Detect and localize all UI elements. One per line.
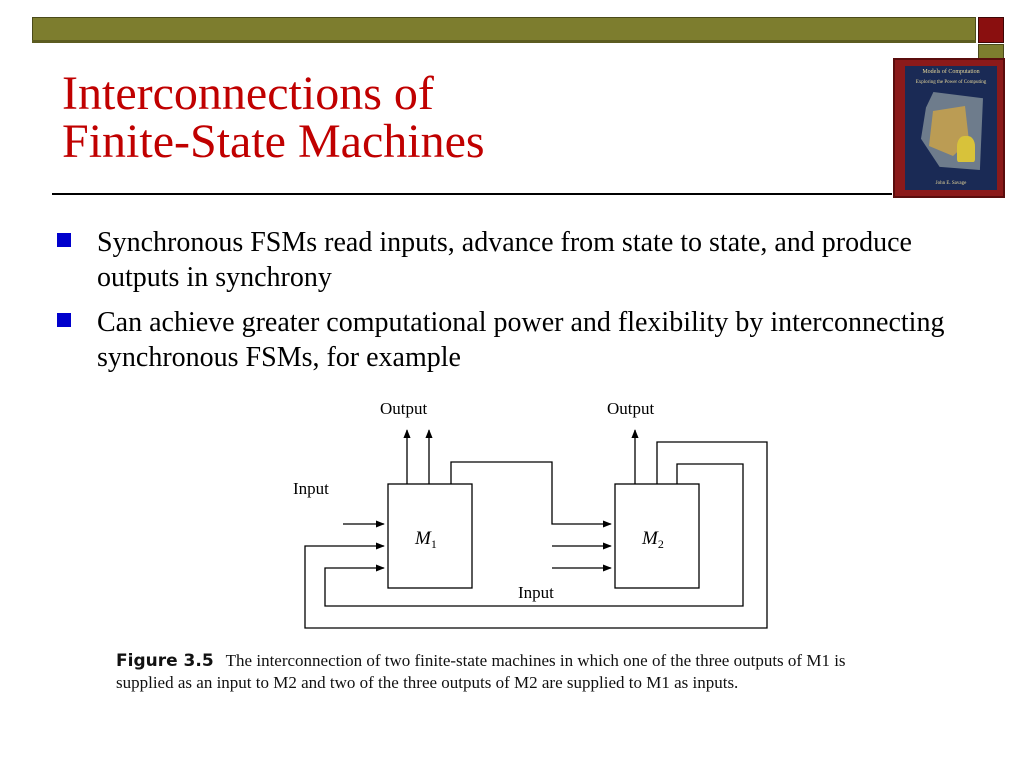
machine-m1-box xyxy=(387,483,473,589)
label-output-left: Output xyxy=(380,399,428,418)
label-input-left: Input xyxy=(293,479,329,498)
m2-to-m1-feedback-outer xyxy=(304,441,768,629)
fsm-interconnection-diagram: Output Output Input Input M1 M2 xyxy=(293,399,768,629)
title-line-2: Finite-State Machines xyxy=(62,115,485,168)
bullet-square-icon xyxy=(57,313,71,327)
corner-square-red xyxy=(978,17,1004,43)
figure-caption-text: The interconnection of two finite-state … xyxy=(116,651,846,692)
label-machine-m1: M1 xyxy=(414,528,437,551)
m2-to-m1-feedback-inner xyxy=(324,463,744,607)
book-cover-figure xyxy=(957,136,975,162)
bullet-text: Can achieve greater computational power … xyxy=(97,307,945,373)
m1-to-m2-connection xyxy=(450,461,612,528)
bullet-text: Synchronous FSMs read inputs, advance fr… xyxy=(97,227,912,293)
bullet-list: Synchronous FSMs read inputs, advance fr… xyxy=(57,225,987,385)
figure-label: Figure 3.5 xyxy=(116,651,214,671)
top-bar-stripe xyxy=(32,40,976,43)
book-subtitle: Exploring the Power of Computing xyxy=(915,80,987,85)
bullet-item: Can achieve greater computational power … xyxy=(57,305,987,375)
slide-title: Interconnections of Finite-State Machine… xyxy=(62,70,485,166)
label-input-bottom: Input xyxy=(518,583,554,602)
bullet-square-icon xyxy=(57,233,71,247)
book-title: Models of Computation xyxy=(922,69,980,75)
title-divider xyxy=(52,193,892,195)
label-output-right: Output xyxy=(607,399,655,418)
book-cover-image: Models of Computation Exploring the Powe… xyxy=(893,58,1005,198)
book-cover-panel: Models of Computation Exploring the Powe… xyxy=(905,66,997,190)
title-line-1: Interconnections of xyxy=(62,67,434,120)
book-author: John E. Savage xyxy=(935,181,967,186)
bullet-item: Synchronous FSMs read inputs, advance fr… xyxy=(57,225,987,295)
label-machine-m2: M2 xyxy=(641,528,664,551)
